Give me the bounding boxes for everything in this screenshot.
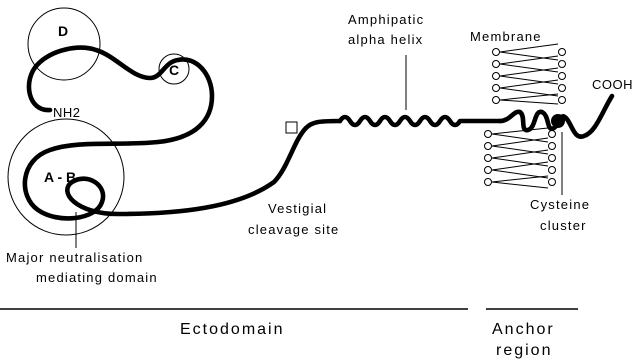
lipid: [485, 150, 556, 166]
domain-ab-label: A - B: [44, 169, 76, 185]
amphipatic-label-line1: Amphipatic: [348, 12, 424, 27]
amphipatic-label-line2: alpha helix: [348, 32, 423, 47]
domain-d-label: D: [58, 23, 68, 39]
membrane-lower-lipids: [485, 128, 556, 188]
lipid: [493, 80, 566, 96]
amphipatic-helix: [340, 117, 500, 125]
domain-d-circle: [28, 8, 100, 80]
anchor-label-line2: region: [496, 342, 552, 359]
domain-c-label: C: [169, 62, 179, 78]
cysteine-label-line2: cluster: [540, 218, 587, 233]
cysteine-cluster-blob: [551, 114, 565, 128]
membrane-upper-lipids: [493, 44, 566, 104]
membrane-label: Membrane: [470, 29, 542, 44]
lipid: [485, 128, 556, 142]
ectodomain-label: Ectodomain: [180, 321, 285, 338]
anchor-label-line1: Anchor: [492, 321, 555, 338]
lipid: [493, 56, 566, 72]
lipid: [485, 138, 556, 154]
cysteine-label-line1: Cysteine: [530, 197, 590, 212]
major-domain-label-line1: Major neutralisation: [6, 250, 143, 265]
vestigial-cleavage-box: [286, 122, 297, 133]
nh2-label: NH2: [53, 105, 81, 120]
lipid: [485, 162, 556, 178]
lipid: [493, 44, 566, 60]
lipid: [493, 68, 566, 84]
vestigial-label-line2: cleavage site: [248, 222, 339, 237]
major-domain-label-line2: mediating domain: [36, 270, 158, 285]
cooh-label: COOH: [592, 77, 633, 92]
vestigial-label-line1: Vestigial: [268, 201, 327, 216]
